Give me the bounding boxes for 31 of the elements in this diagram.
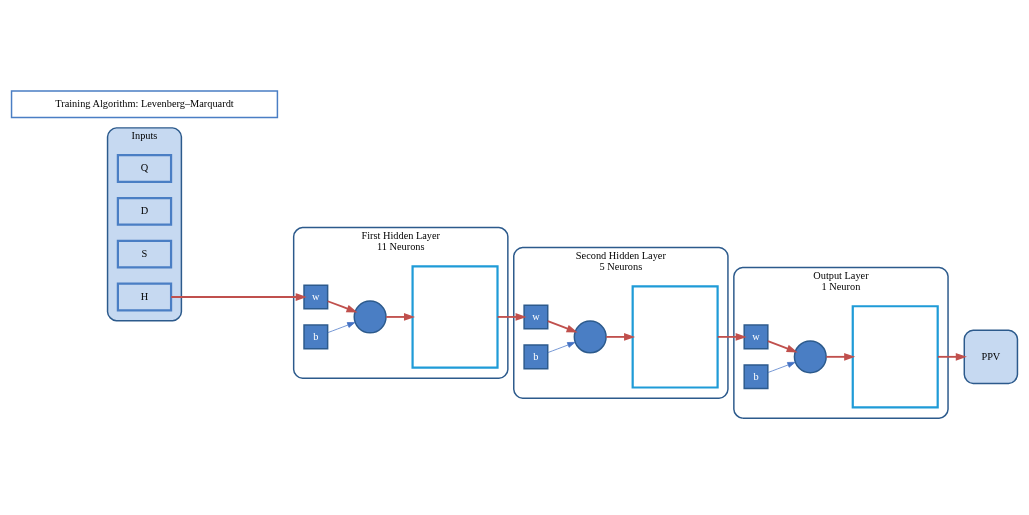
- arrow: [936, 352, 967, 361]
- node-circle: [353, 300, 387, 334]
- node-box: [411, 265, 499, 369]
- arrow: [716, 333, 747, 341]
- arrow: [605, 333, 636, 341]
- arrow: [767, 361, 796, 373]
- node-box: Q: [116, 154, 173, 183]
- arrow: [547, 341, 576, 353]
- node-box: S: [116, 239, 173, 269]
- node-box: H: [116, 282, 173, 312]
- node-circle: [573, 320, 607, 354]
- node-box: b: [303, 324, 329, 350]
- arrow: [496, 313, 527, 321]
- node-box: PPV: [963, 329, 1019, 385]
- node-box: w: [743, 324, 769, 350]
- node-box: [631, 285, 719, 389]
- node-box: [851, 305, 939, 409]
- arrow: [326, 300, 358, 313]
- node-box: D: [116, 196, 173, 226]
- node-box: w: [303, 284, 329, 310]
- arrow: [767, 340, 798, 353]
- arrow: [825, 352, 856, 361]
- node-circle: [793, 340, 827, 374]
- arrow: [170, 293, 307, 301]
- arrow: [385, 313, 416, 321]
- node-box: Training Algorithm: Levenberg–Marquardt: [10, 90, 279, 119]
- node-box: w: [523, 304, 549, 330]
- node-box: b: [523, 344, 549, 370]
- node-box: b: [743, 364, 769, 390]
- arrow: [546, 320, 578, 333]
- arrow: [327, 322, 356, 334]
